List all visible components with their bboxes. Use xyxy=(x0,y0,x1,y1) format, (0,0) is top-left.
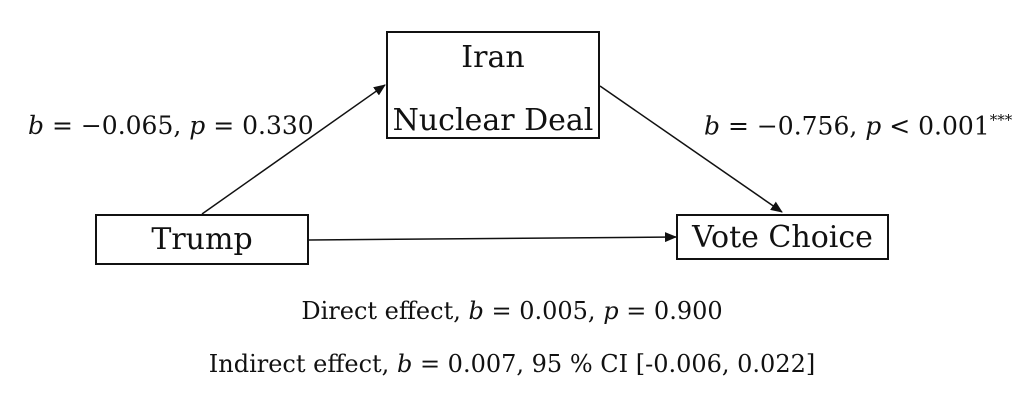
outcome-label: Vote Choice xyxy=(692,220,873,255)
path-b-p-symbol: p xyxy=(865,111,882,141)
mediator-label-line1: Iran xyxy=(461,40,525,75)
path-b-b-value: = −0.756, xyxy=(720,111,866,141)
path-b-b-symbol: b xyxy=(704,111,721,141)
direct-effect-b-value: = 0.005, xyxy=(483,297,604,325)
path-c-arrow xyxy=(308,232,677,243)
indirect-effect-caption: Indirect effect, b = 0.007, 95 % CI [-0.… xyxy=(0,350,1024,378)
direct-effect-b-symbol: b xyxy=(468,297,484,325)
indirect-effect-prefix: Indirect effect, xyxy=(208,350,397,378)
direct-effect-p-value: = 0.900 xyxy=(618,297,723,325)
path-b-p-value: < 0.001 xyxy=(881,111,990,141)
mediator-label-line2: Nuclear Deal xyxy=(392,103,594,138)
path-a-label: b = −0.065, p = 0.330 xyxy=(28,111,314,140)
path-a-p-symbol: p xyxy=(189,111,206,140)
path-a-p-value: = 0.330 xyxy=(205,111,314,140)
direct-effect-caption: Direct effect, b = 0.005, p = 0.900 xyxy=(0,297,1024,325)
path-a-arrow xyxy=(201,84,386,215)
direct-effect-prefix: Direct effect, xyxy=(301,297,469,325)
outcome-box: Vote Choice xyxy=(676,214,889,260)
direct-effect-p-symbol: p xyxy=(603,297,619,325)
path-b-label: b = −0.756, p < 0.001*** xyxy=(704,111,1012,140)
indirect-effect-b-symbol: b xyxy=(396,350,413,378)
indirect-effect-rest: = 0.007, 95 % CI [-0.006, 0.022] xyxy=(412,350,816,378)
significance-stars: *** xyxy=(989,111,1013,129)
predictor-box: Trump xyxy=(95,214,309,265)
mediator-box: Iran Nuclear Deal xyxy=(386,31,600,139)
path-a-b-symbol: b xyxy=(28,111,45,140)
predictor-label: Trump xyxy=(151,222,253,257)
path-a-b-value: = −0.065, xyxy=(44,111,190,140)
path-b-arrow xyxy=(599,85,783,213)
